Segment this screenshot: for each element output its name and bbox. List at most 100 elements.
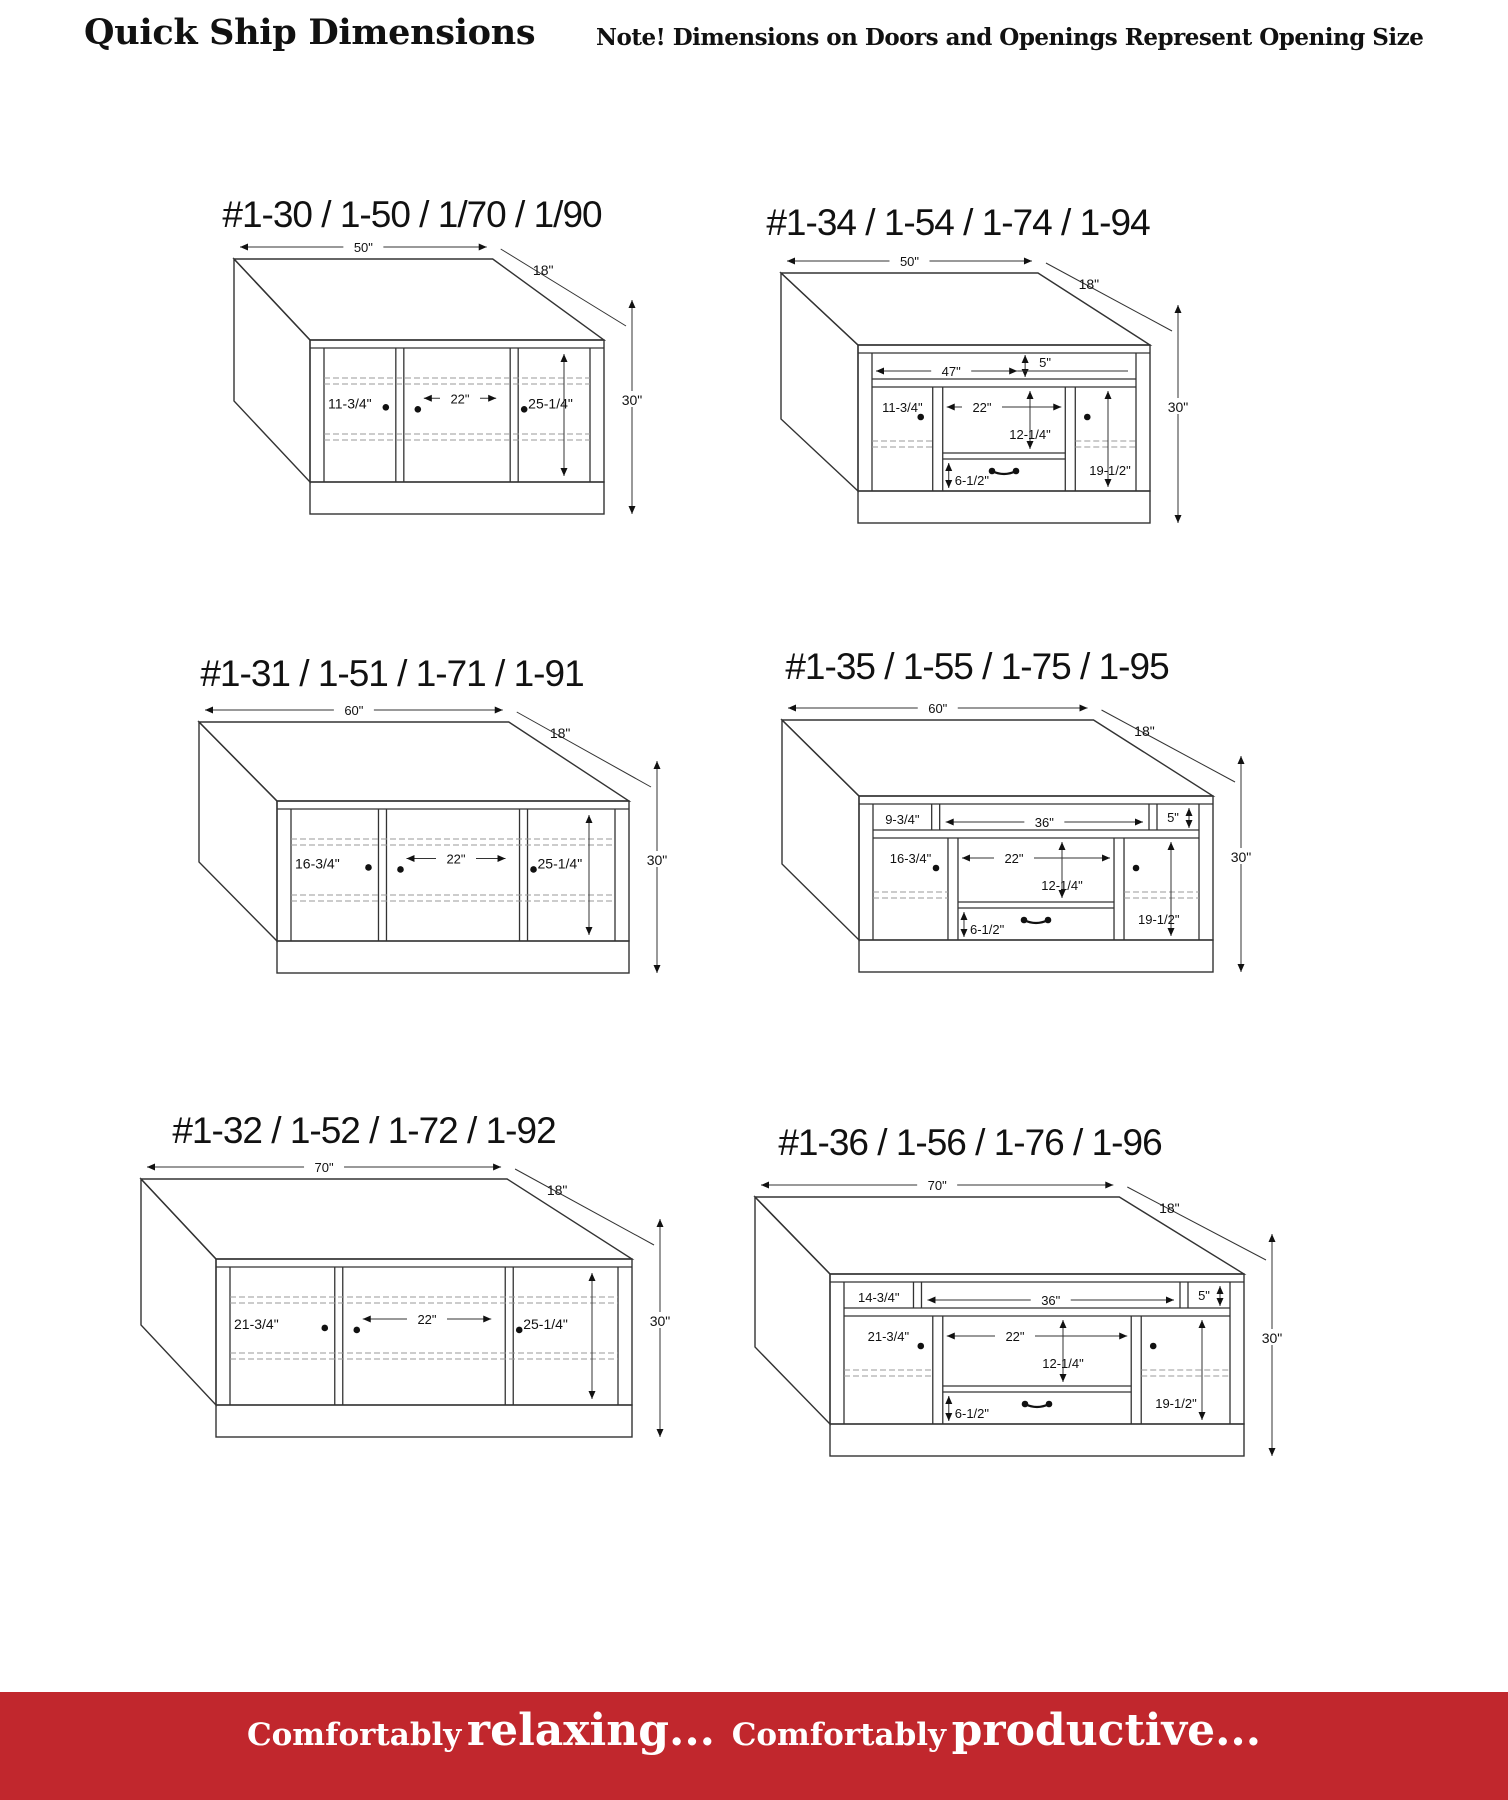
- knob-icon: [917, 413, 925, 421]
- outline-line: [516, 711, 652, 788]
- dimension-label-bg: [1162, 398, 1194, 414]
- height-label: 30": [622, 392, 643, 408]
- dimension-arrowhead: [945, 1413, 953, 1421]
- opening-height-label: 5": [1039, 355, 1051, 370]
- dimension-label: 60": [344, 703, 363, 718]
- dimension-arrowhead: [1185, 820, 1193, 828]
- door-height-label: 25-1/4": [538, 855, 583, 871]
- dimension-arrowhead: [1026, 391, 1034, 399]
- dimension-label-bg: [333, 702, 374, 716]
- dimension-arrowhead: [493, 1163, 502, 1171]
- dimension-arrowhead: [494, 706, 503, 714]
- knob-icon: [1132, 864, 1140, 872]
- dimension-arrowhead: [945, 480, 953, 488]
- opening-height-label: 12-1/4": [1042, 1356, 1084, 1371]
- dimension-label-bg: [343, 239, 384, 253]
- door-width-label: 16-3/4": [890, 851, 932, 866]
- dimension-arrowhead: [1167, 842, 1175, 850]
- dimension-arrowhead: [1166, 1296, 1174, 1304]
- outline-line: [1127, 1186, 1267, 1261]
- outline-line: [514, 1168, 655, 1246]
- dimension-label: 36": [1041, 1293, 1060, 1308]
- dimension-arrowhead: [497, 854, 506, 862]
- dimension-label: 50": [900, 254, 919, 269]
- drawer-height-label: 6-1/2": [955, 1406, 990, 1421]
- dimension-arrowhead: [478, 243, 487, 251]
- dimension-label-bg: [1030, 1292, 1071, 1306]
- tagline-word-b: relaxing...: [466, 1705, 715, 1756]
- opening-width-label: 14-3/4": [858, 1290, 900, 1305]
- dimension-arrowhead: [1216, 1298, 1224, 1306]
- door-height-label: 19-1/2": [1155, 1396, 1197, 1411]
- dimension-arrowhead: [1059, 1374, 1067, 1382]
- dimension-arrowhead: [787, 257, 795, 265]
- dimension-arrowhead: [1105, 1181, 1114, 1189]
- knob-icon: [397, 866, 404, 873]
- cabinet-side: [233, 257, 311, 484]
- dimension-arrowhead: [628, 300, 636, 308]
- knob-icon: [1044, 916, 1052, 924]
- dimension-label: 36": [1035, 815, 1054, 830]
- dimension-label-bg: [1024, 814, 1065, 828]
- dimension-label-bg: [644, 1312, 676, 1328]
- dimension-arrowhead: [1174, 305, 1182, 313]
- unit-title: #1-32 / 1-52 / 1-72 / 1-92: [172, 1110, 555, 1151]
- knob-icon: [988, 467, 996, 475]
- door-width-label: 11-3/4": [328, 395, 372, 411]
- dimension-arrowhead: [1009, 367, 1018, 375]
- dimension-arrowhead: [588, 1391, 596, 1399]
- knob-icon: [1083, 413, 1091, 421]
- knob-icon: [365, 864, 372, 871]
- knob-icon: [353, 1326, 361, 1334]
- footer-banner: [0, 1692, 1508, 1800]
- door-width-label: 21-3/4": [234, 1316, 279, 1332]
- dimension-arrowhead: [653, 761, 661, 769]
- dimension-label-bg: [917, 700, 958, 714]
- door-height-label: 25-1/4": [528, 395, 573, 411]
- dimension-label: 50": [354, 240, 373, 255]
- footer-tagline: Comfortably relaxing... Comfortably prod…: [0, 1705, 1508, 1756]
- depth-label: 18": [1134, 723, 1155, 739]
- dimension-arrowhead: [946, 403, 955, 411]
- dimension-arrowhead: [876, 367, 884, 375]
- dimension-arrowhead: [1026, 441, 1034, 449]
- depth-label: 18": [1159, 1200, 1180, 1216]
- dimension-arrowhead: [1237, 756, 1245, 764]
- opening-height-label: 12-1/4": [1009, 427, 1051, 442]
- unit-title: #1-31 / 1-51 / 1-71 / 1-91: [200, 653, 583, 694]
- dimension-arrowhead: [406, 854, 415, 862]
- cabinet-side: [198, 720, 278, 943]
- dimension-arrowhead: [483, 1315, 492, 1323]
- dimension-label-bg: [931, 363, 972, 377]
- cabinet-side: [780, 271, 859, 493]
- cabinet-base: [857, 490, 1151, 524]
- dimension-arrowhead: [1198, 1320, 1206, 1328]
- drawer-height-label: 6-1/2": [955, 473, 990, 488]
- cabinet-base: [309, 481, 605, 515]
- dimension-label-bg: [995, 1328, 1035, 1342]
- unit-1-32: #1-32 / 1-52 / 1-72 / 1-9270"18"30"21-3/…: [139, 1110, 676, 1438]
- dimension-arrowhead: [1185, 808, 1193, 816]
- dimension-label: 22": [1004, 851, 1023, 866]
- knob-icon: [1020, 916, 1028, 924]
- dimension-arrowhead: [1268, 1234, 1276, 1242]
- unit-title: #1-36 / 1-56 / 1-76 / 1-96: [778, 1122, 1161, 1163]
- dimension-label: 22": [1005, 1329, 1024, 1344]
- opening-width-label: 9-3/4": [885, 812, 920, 827]
- dimension-arrowhead: [656, 1219, 664, 1227]
- knob-icon: [382, 403, 390, 411]
- dimension-label-bg: [1256, 1329, 1288, 1345]
- door-width-label: 16-3/4": [295, 855, 340, 871]
- dimension-arrowhead: [656, 1429, 664, 1437]
- dimension-arrowhead: [1268, 1448, 1276, 1456]
- outline-line: [500, 248, 627, 327]
- dimension-arrowhead: [960, 929, 968, 937]
- dimension-label-bg: [994, 850, 1034, 864]
- dimension-label-bg: [407, 1310, 447, 1325]
- knob-icon: [520, 405, 528, 413]
- dimension-label: 22": [450, 391, 469, 406]
- knob-icon: [1021, 1400, 1029, 1408]
- dimension-arrowhead: [488, 394, 497, 402]
- dimension-arrowhead: [1216, 1286, 1224, 1294]
- cabinet-side: [140, 1177, 217, 1407]
